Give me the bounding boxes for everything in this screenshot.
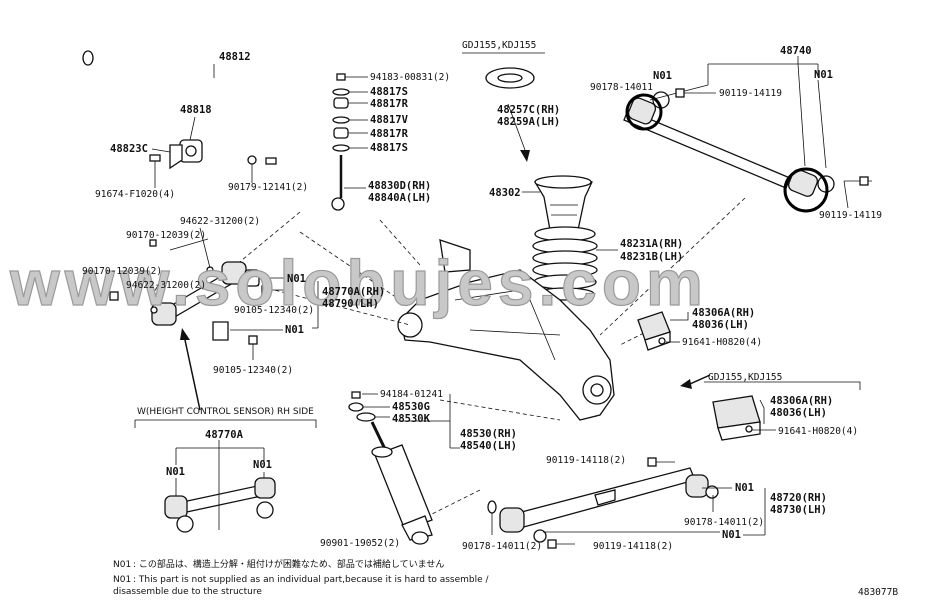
label-48306a-a[interactable]: 48306A(RH): [692, 307, 755, 319]
label-48730[interactable]: 48730(LH): [770, 504, 827, 516]
height-sensor-inset: [134, 419, 317, 533]
label-90119-b2[interactable]: 90119-14118(2): [593, 541, 673, 552]
label-48770a-rh[interactable]: 48770A(RH): [322, 286, 385, 298]
label-94622-a[interactable]: 94622-31200(2): [180, 216, 260, 227]
label-91674[interactable]: 91674-F1020(4): [95, 189, 175, 200]
label-90105-b[interactable]: 90105-12340(2): [213, 365, 293, 376]
label-90179[interactable]: 90179-12141(2): [228, 182, 308, 193]
label-48817s-b[interactable]: 48817S: [370, 142, 408, 154]
label-48840a[interactable]: 48840A(LH): [368, 192, 431, 204]
label-48823c[interactable]: 48823C: [110, 143, 148, 155]
label-48817r-b[interactable]: 48817R: [370, 128, 409, 140]
stabilizer-link-stack: [331, 73, 368, 211]
watermark-text: www.solobujes.com: [9, 247, 708, 319]
bound-stopper-upper: [637, 311, 689, 351]
label-48231b[interactable]: 48231B(LH): [620, 251, 683, 263]
label-48770a[interactable]: 48770A: [205, 429, 244, 441]
label-48830d[interactable]: 48830D(RH): [368, 180, 431, 192]
label-48231a[interactable]: 48231A(RH): [620, 238, 683, 250]
label-48530[interactable]: 48530(RH): [460, 428, 517, 440]
stabilizer-bushing: [179, 116, 203, 163]
label-91641-a[interactable]: 91641-H0820(4): [682, 337, 762, 348]
label-48306a-b[interactable]: 48306A(RH): [770, 395, 833, 407]
lateral-control-rod: [623, 56, 872, 213]
label-n01-ml2: N01: [285, 324, 304, 336]
label-90178-b1[interactable]: 90178-14011(2): [684, 517, 764, 528]
label-94183[interactable]: 94183-00831(2): [370, 72, 450, 83]
label-48259a[interactable]: 48259A(LH): [497, 116, 560, 128]
footnotes: N01 : この部品は、構造上分解・組付けが困難なため、部品では補給していません…: [113, 558, 898, 598]
label-48817s-a[interactable]: 48817S: [370, 86, 408, 98]
label-48540[interactable]: 48540(LH): [460, 440, 517, 452]
spring-upper-seat: [485, 67, 535, 89]
label-variant-top: GDJ155,KDJ155: [462, 40, 536, 51]
label-90901[interactable]: 90901-19052(2): [320, 538, 400, 549]
label-48257c[interactable]: 48257C(RH): [497, 104, 560, 116]
label-94622-b[interactable]: 94622-31200(2): [126, 280, 206, 291]
label-48812[interactable]: 48812: [219, 51, 251, 63]
bound-stopper-variant: [704, 381, 861, 441]
bolt-90179: [247, 155, 277, 183]
label-94184[interactable]: 94184-01241: [380, 389, 443, 400]
label-n01-tl: N01: [653, 70, 672, 82]
note-en-text-2: disassemble due to the structure: [113, 587, 262, 597]
label-48302[interactable]: 48302: [489, 187, 521, 199]
label-90178-b2[interactable]: 90178-14011(2): [462, 541, 542, 552]
label-n01-br2: N01: [722, 529, 741, 541]
note-jp-text: : この部品は、構造上分解・組付けが困難なため、部品では補給していません: [133, 558, 444, 570]
label-variant-mid: GDJ155,KDJ155: [708, 372, 782, 383]
note-n01-tag-en: N01: [113, 575, 131, 585]
upper-control-arm: [109, 227, 319, 360]
shock-absorber: [348, 391, 460, 545]
label-48036-b[interactable]: 48036(LH): [770, 407, 827, 419]
label-48740[interactable]: 48740: [780, 45, 812, 57]
label-48530k[interactable]: 48530K: [392, 413, 431, 425]
axle-housing: [397, 239, 615, 421]
label-48530g[interactable]: 48530G: [392, 401, 430, 413]
bump-stopper: [534, 175, 593, 231]
stabilizer-bar: [82, 50, 325, 171]
note-n01-tag-jp: N01: [113, 560, 131, 570]
label-n01-br1: N01: [735, 482, 754, 494]
label-height-sensor: W(HEIGHT CONTROL SENSOR) RH SIDE: [137, 407, 314, 417]
label-n01-ml: N01: [287, 273, 306, 285]
label-48036-a[interactable]: 48036(LH): [692, 319, 749, 331]
note-en-text-1: : This part is not supplied as an indivi…: [133, 575, 490, 585]
label-90170-a[interactable]: 90170-12039(2): [126, 230, 206, 241]
bolt-91674: [149, 154, 161, 188]
label-48720[interactable]: 48720(RH): [770, 492, 827, 504]
label-48790[interactable]: 48790(LH): [322, 298, 379, 310]
part-labels: 48812 48818 48823C 91674-F1020(4) 90179-…: [82, 40, 882, 552]
label-48818[interactable]: 48818: [180, 104, 212, 116]
label-n01-bl2: N01: [253, 459, 272, 471]
label-90119-top[interactable]: 90119-14119: [719, 88, 782, 99]
stabilizer-bracket: [151, 144, 183, 170]
label-90178-top[interactable]: 90178-14011: [590, 82, 653, 93]
diagram-id: 483077B: [858, 587, 898, 598]
label-91641-b[interactable]: 91641-H0820(4): [778, 426, 858, 437]
label-90119-b1[interactable]: 90119-14118(2): [546, 455, 626, 466]
label-90170-b[interactable]: 90170-12039(2): [82, 266, 162, 277]
label-n01-bl1: N01: [166, 466, 185, 478]
label-48817v[interactable]: 48817V: [370, 114, 409, 126]
label-90119-right[interactable]: 90119-14119: [819, 210, 882, 221]
label-n01-tr: N01: [814, 69, 833, 81]
label-48817r-a[interactable]: 48817R: [370, 98, 409, 110]
lower-control-arm: [487, 457, 766, 549]
label-90105-a[interactable]: 90105-12340(2): [234, 305, 314, 316]
